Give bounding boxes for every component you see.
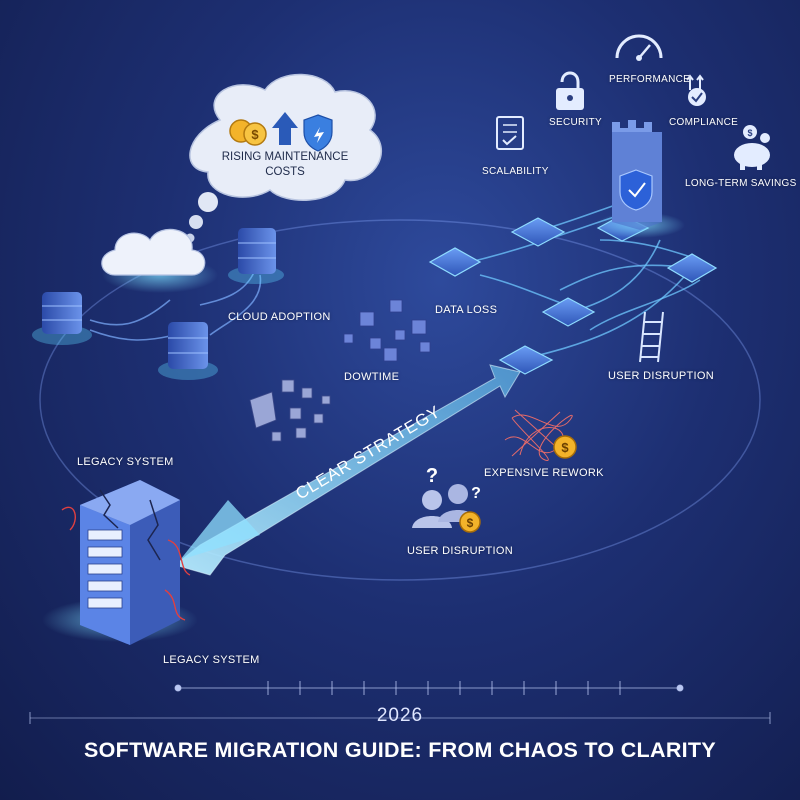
svg-text:?: ? <box>471 485 481 502</box>
piggy-bank-icon: $ <box>734 125 770 170</box>
server-icon-left <box>32 292 92 345</box>
checklist-icon <box>496 116 524 150</box>
svg-text:$: $ <box>467 516 474 530</box>
coins-icon: $ <box>229 119 267 146</box>
svg-text:$: $ <box>251 127 259 142</box>
rising-maintenance-costs-label: Rising Maintenance Costs <box>221 151 349 178</box>
legacy-system-bottom-label: Legacy System <box>163 654 260 666</box>
cloud-icon <box>101 228 218 293</box>
server-icon-top <box>228 228 284 284</box>
performance-label: Performance <box>609 74 691 85</box>
scalability-label: Scalability <box>482 166 549 177</box>
expensive-rework-label: Expensive Rework <box>484 467 604 479</box>
timeline-ticks <box>174 681 684 695</box>
compliance-check-icon <box>686 74 706 106</box>
timeline-endpoint <box>174 684 182 692</box>
tower-icon <box>595 120 685 238</box>
long-term-savings-label: Long-Term Savings <box>685 178 797 189</box>
user-disruption-bottom-label: User Disruption <box>407 545 513 557</box>
ladder-icon <box>639 311 664 363</box>
orbit-ring <box>39 219 761 581</box>
coin-icon: $ <box>553 435 577 459</box>
compliance-label: Compliance <box>669 117 739 128</box>
legacy-system-top-label: Legacy System <box>77 456 174 468</box>
gauge-icon <box>615 34 663 61</box>
downtime-label: Dowtime <box>344 371 400 383</box>
clear-strategy-arrow <box>173 364 521 576</box>
year-label: 2026 <box>376 705 424 726</box>
svg-text:?: ? <box>426 465 438 487</box>
cubes-icon <box>343 299 431 362</box>
users-icon: ? ? $ <box>412 465 481 533</box>
cloud-adoption-label: Cloud Adoption <box>228 311 331 323</box>
timeline-endpoint <box>676 684 684 692</box>
user-disruption-right-label: User Disruption <box>608 370 714 382</box>
legacy-server-icon <box>42 480 198 645</box>
left-traces <box>89 269 262 341</box>
timeline <box>29 687 771 724</box>
lock-icon <box>556 71 584 110</box>
data-loss-label: Data Loss <box>435 304 498 316</box>
svg-text:$: $ <box>747 128 752 138</box>
svg-text:$: $ <box>561 440 569 455</box>
shield-icon <box>303 114 333 152</box>
page-title: Software Migration Guide: From Chaos to … <box>83 738 716 762</box>
fragments-icon <box>249 379 331 442</box>
security-label: Security <box>549 117 602 128</box>
server-icon-middle <box>158 322 218 380</box>
up-arrow-icon <box>272 112 298 145</box>
